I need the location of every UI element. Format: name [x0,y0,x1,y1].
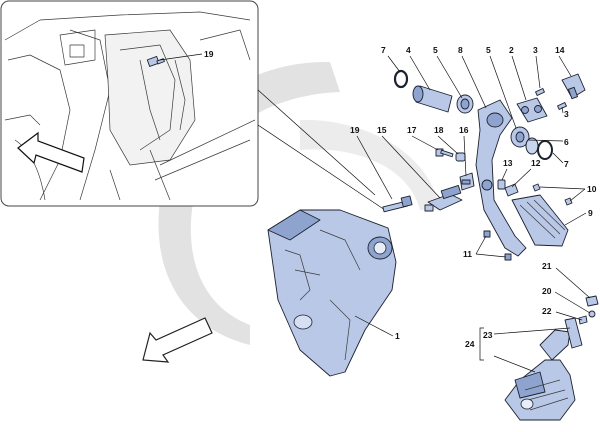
callout-3-b: 3 [564,109,569,119]
callout-23: 23 [483,330,493,340]
callout-7-right: 7 [564,159,569,169]
bottom-direction-arrow-icon [142,317,213,363]
screw-part [435,148,454,158]
small-hardware-part [578,295,599,325]
callout-3-a: 3 [533,45,538,55]
bushing-part [510,126,530,148]
callout-2: 2 [509,45,514,55]
clamp-part [459,172,475,191]
callout-1: 1 [395,331,400,341]
spring-clip-part [504,183,519,197]
callout-22: 22 [542,306,552,316]
callout-24: 24 [465,339,475,349]
callout-5-b: 5 [486,45,491,55]
callout-11: 11 [463,249,472,259]
callout-9: 9 [588,208,593,218]
callout-18: 18 [434,125,444,135]
callout-14: 14 [555,45,565,55]
inset-connector-line [257,89,376,196]
pad-screw-part [532,183,573,206]
callout-8: 8 [458,45,463,55]
callout-5-a: 5 [433,45,438,55]
screw-part [535,88,567,110]
callout-15: 15 [377,125,387,135]
pedal-assembly-part [504,317,583,421]
callout-19-inset: 19 [204,49,214,59]
switch-housing-part [516,97,548,123]
bushing-part [456,94,474,114]
pedal-arm-part [475,99,527,257]
mounting-bolt-part [382,195,413,213]
callout-16: 16 [459,125,469,135]
pivot-shaft-part [412,85,453,113]
actuator-part [424,184,463,212]
part-number-labels: 19 7 4 5 8 5 2 3 14 3 6 7 19 15 17 18 16… [204,45,597,349]
inset-connector-line [257,124,386,211]
o-ring-part [537,140,553,160]
callout-19-main: 19 [350,125,360,135]
callout-17: 17 [407,125,417,135]
callout-12: 12 [531,158,541,168]
callout-4: 4 [406,45,411,55]
small-bushing-part [455,152,466,162]
leader-lines [159,53,591,373]
callout-7-top: 7 [381,45,386,55]
position-sensor-part [561,73,586,100]
clip-part [497,179,506,190]
callout-20: 20 [542,286,552,296]
o-ring-part [393,69,409,89]
inset-direction-arrow-icon [17,131,85,173]
callout-6: 6 [564,137,569,147]
inset-detail-panel [0,0,259,207]
callout-10: 10 [587,184,597,194]
pedal-pad-part [511,194,569,247]
callout-21: 21 [542,261,552,271]
callout-13: 13 [503,158,513,168]
pedal-bracket-part [267,209,397,377]
